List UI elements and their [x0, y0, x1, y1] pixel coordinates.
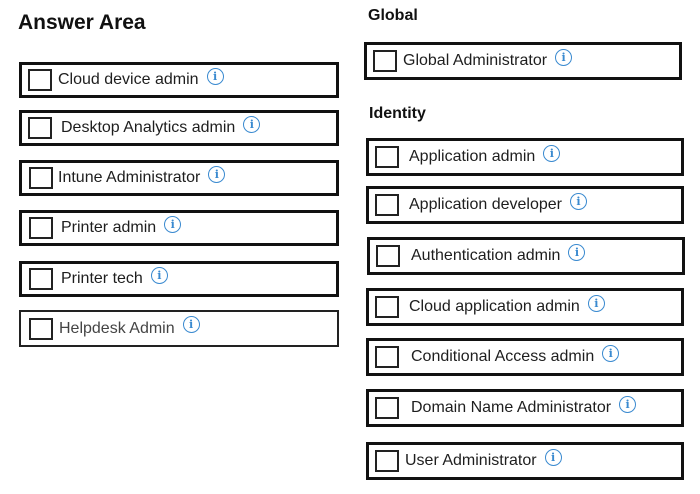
- role-item-conditional-access-admin[interactable]: Conditional Access admin i: [366, 338, 684, 376]
- role-label: Helpdesk Admin: [59, 319, 175, 337]
- role-label: Desktop Analytics admin: [61, 119, 236, 136]
- role-label: Printer tech: [61, 270, 143, 287]
- checkbox[interactable]: [375, 397, 399, 419]
- role-item-global-administrator[interactable]: Global Administrator i: [364, 42, 682, 80]
- checkbox[interactable]: [29, 217, 53, 239]
- checkbox[interactable]: [29, 317, 53, 340]
- role-item-application-admin[interactable]: Application admin i: [366, 138, 684, 176]
- role-label: Conditional Access admin: [411, 348, 595, 365]
- info-icon[interactable]: i: [555, 48, 573, 66]
- info-icon[interactable]: i: [150, 266, 168, 284]
- info-icon[interactable]: i: [206, 67, 224, 85]
- role-label: Application admin: [409, 148, 536, 165]
- role-label: Printer admin: [61, 219, 157, 236]
- info-icon[interactable]: i: [602, 344, 620, 362]
- identity-section-title: Identity: [369, 105, 426, 122]
- role-item-helpdesk-admin[interactable]: Helpdesk Admin i: [19, 310, 339, 347]
- role-item-domain-name-administrator[interactable]: Domain Name Administrator i: [366, 389, 684, 427]
- info-icon[interactable]: i: [164, 215, 182, 233]
- info-icon[interactable]: i: [619, 395, 637, 413]
- checkbox[interactable]: [376, 245, 400, 267]
- role-item-cloud-application-admin[interactable]: Cloud application admin i: [366, 288, 684, 326]
- global-section-title: Global: [368, 7, 418, 24]
- answer-area-title: Answer Area: [18, 11, 146, 34]
- role-label: Domain Name Administrator: [411, 399, 612, 416]
- role-label: Authentication admin: [411, 247, 561, 264]
- role-item-authentication-admin[interactable]: Authentication admin i: [367, 237, 685, 275]
- checkbox[interactable]: [375, 346, 399, 368]
- checkbox[interactable]: [29, 268, 53, 290]
- role-label: User Administrator: [405, 452, 537, 469]
- info-icon[interactable]: i: [587, 294, 605, 312]
- info-icon[interactable]: i: [570, 192, 587, 210]
- checkbox[interactable]: [373, 50, 397, 72]
- role-label: Intune Administrator: [58, 169, 201, 186]
- checkbox[interactable]: [375, 146, 399, 168]
- info-icon[interactable]: i: [543, 144, 561, 162]
- role-item-desktop-analytics-admin[interactable]: Desktop Analytics admin i: [19, 110, 339, 146]
- role-item-application-developer[interactable]: Application developer i: [366, 186, 684, 224]
- role-label: Cloud application admin: [409, 298, 580, 315]
- role-item-cloud-device-admin[interactable]: Cloud device admin i: [19, 62, 339, 98]
- checkbox[interactable]: [28, 117, 52, 139]
- checkbox[interactable]: [28, 69, 52, 91]
- role-item-user-administrator[interactable]: User Administrator i: [366, 442, 684, 480]
- role-item-intune-administrator[interactable]: Intune Administrator i: [19, 160, 339, 196]
- checkbox[interactable]: [375, 296, 399, 318]
- info-icon[interactable]: i: [544, 448, 562, 466]
- info-icon[interactable]: i: [568, 243, 586, 261]
- info-icon[interactable]: i: [243, 115, 261, 133]
- checkbox[interactable]: [29, 167, 53, 189]
- role-item-printer-tech[interactable]: Printer tech i: [19, 261, 339, 297]
- info-icon[interactable]: i: [182, 316, 200, 333]
- role-item-printer-admin[interactable]: Printer admin i: [19, 210, 339, 246]
- checkbox[interactable]: [375, 450, 399, 472]
- role-label: Application developer: [409, 196, 562, 213]
- role-label: Cloud device admin: [58, 71, 199, 88]
- checkbox[interactable]: [375, 194, 399, 216]
- role-label: Global Administrator: [403, 52, 548, 69]
- info-icon[interactable]: i: [208, 165, 226, 183]
